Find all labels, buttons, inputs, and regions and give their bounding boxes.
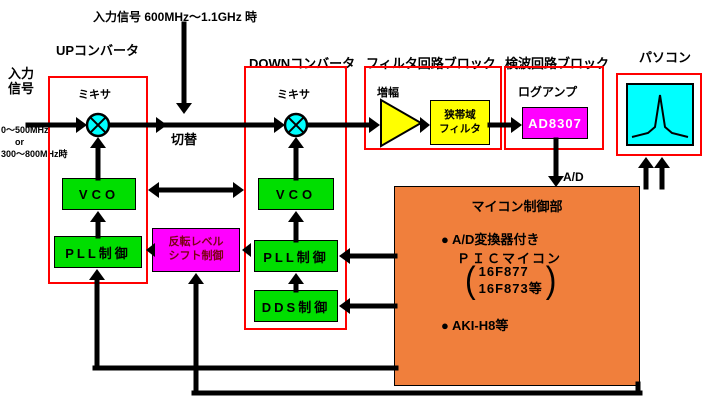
- input-signal-line2: 信号: [8, 81, 35, 96]
- level-shift-line1: 反転レベル: [168, 236, 224, 249]
- pc-block: [616, 73, 702, 156]
- level-shift-line2: シフト制御: [168, 250, 224, 262]
- up-pll-box: PLL制御: [54, 236, 142, 268]
- up-mixer-label: ミキサ: [78, 89, 111, 101]
- paren-open: (: [465, 259, 476, 301]
- down-vco-box: VCO: [258, 178, 334, 210]
- down-mixer-label: ミキサ: [277, 89, 310, 101]
- mcu-chip1: 16F877: [478, 264, 529, 279]
- up-converter-title: UPコンバータ: [56, 43, 140, 58]
- input-signal-line1: 入力: [8, 66, 35, 81]
- mcu-chip2: 16F873等: [478, 281, 543, 296]
- mcu-block: マイコン制御部 ● A/D変換器付き ＰＩＣマイコン ( 16F877 16F8…: [394, 186, 640, 386]
- top-input-note: 入力信号 600MHz～1.1GHz 時: [93, 10, 258, 24]
- mcu-bullet1-line1: ● A/D変換器付き: [441, 232, 540, 247]
- mcu-bullet1-line2: ＰＩＣマイコン: [457, 251, 563, 266]
- down-dds-box: DDS制御: [254, 290, 338, 322]
- input-signal-label: 入力 信号: [8, 66, 34, 96]
- paren-close: ): [545, 259, 557, 301]
- pc-screen: [626, 83, 694, 146]
- input-frequency-note: 0～500MHz or 300～800MHz時: [1, 124, 68, 160]
- log-amp-label: ログアンプ: [518, 85, 578, 99]
- up-vco-box: VCO: [62, 178, 136, 210]
- ad8307-chip-box: AD8307: [522, 107, 588, 139]
- freq-line1: 0～500MHz: [1, 125, 49, 135]
- filter-line2: フィルタ: [439, 122, 481, 135]
- ad-label: A/D: [563, 170, 584, 184]
- down-converter-block: [244, 66, 347, 330]
- level-shift-box: 反転レベル シフト制御: [152, 228, 240, 272]
- switch-label: 切替: [171, 132, 198, 147]
- pc-title: パソコン: [639, 50, 692, 65]
- amp-label: 増幅: [377, 87, 399, 99]
- mcu-bullet2: ● AKI-H8等: [441, 318, 509, 333]
- freq-line2: or: [15, 137, 24, 148]
- mcu-title: マイコン制御部: [471, 199, 563, 214]
- narrowband-filter-box: 狭帯域 フィルタ: [430, 100, 490, 145]
- down-pll-box: PLL制御: [254, 240, 338, 272]
- filter-line1: 狭帯域: [444, 108, 476, 121]
- freq-line3: 300～800MHz時: [1, 149, 68, 160]
- spectrum-trace: [631, 94, 689, 138]
- filter-block: [364, 66, 502, 150]
- mcu-chip-list: ( 16F877 16F873等 ): [465, 259, 557, 301]
